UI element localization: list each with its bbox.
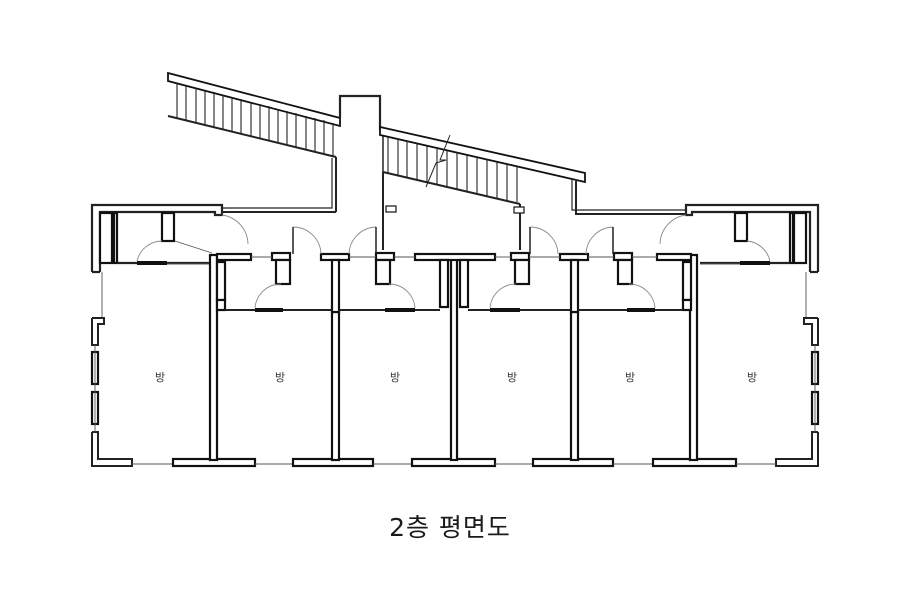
room-label-3: 방 bbox=[390, 371, 400, 384]
center-stair bbox=[379, 125, 686, 250]
exterior-walls bbox=[90, 203, 820, 468]
room-labels: 방 방 방 방 방 방 bbox=[155, 371, 757, 384]
room-label-4: 방 bbox=[507, 371, 517, 384]
central-tower bbox=[338, 94, 384, 172]
drawing-title: 2층 평면도 bbox=[389, 513, 511, 542]
room-label-5: 방 bbox=[625, 371, 635, 384]
room-label-2: 방 bbox=[275, 371, 285, 384]
room-label-1: 방 bbox=[155, 371, 165, 384]
left-stair bbox=[167, 71, 341, 213]
partition-walls bbox=[208, 252, 699, 462]
door-swings bbox=[136, 214, 771, 309]
bathroom-blocks bbox=[225, 251, 683, 312]
room-label-6: 방 bbox=[747, 371, 757, 384]
